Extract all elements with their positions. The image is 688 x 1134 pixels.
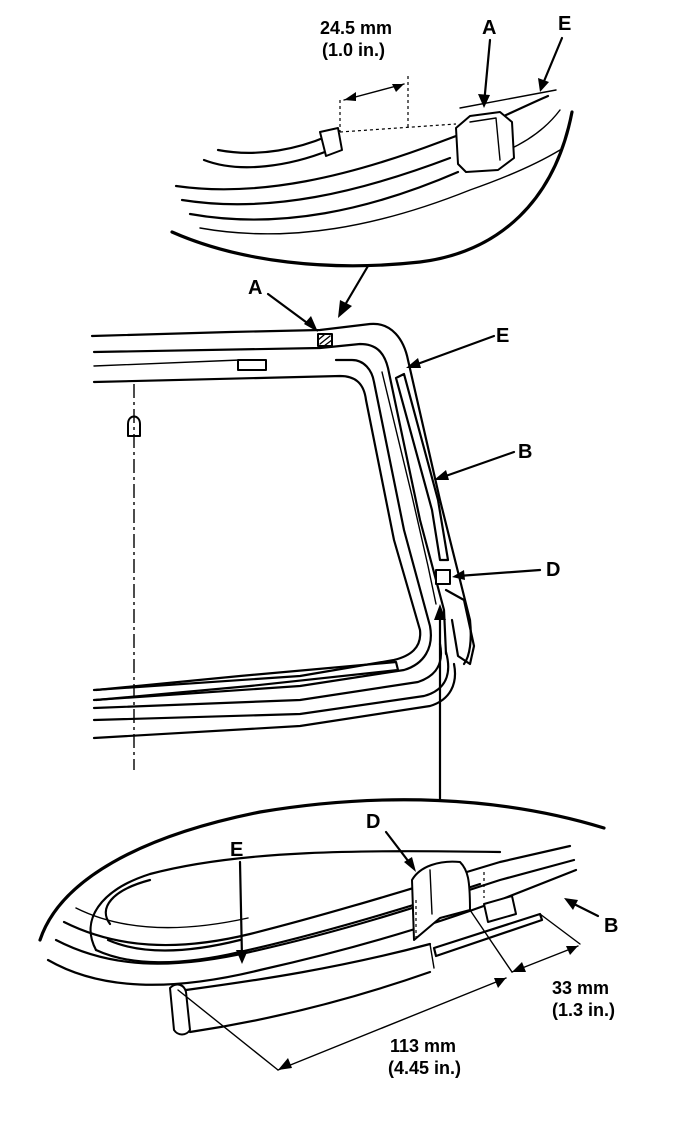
dimension-top-mm: 24.5 mm [320, 18, 392, 38]
dimension-short-in: (1.3 in.) [552, 1000, 615, 1020]
callout-e-top: E [558, 13, 571, 35]
molding-e-bottom [169, 983, 191, 1036]
callout-d-mid: D [546, 559, 560, 581]
dimension-top-in: (1.0 in.) [322, 40, 385, 60]
callout-e-mid: E [496, 325, 509, 347]
top-detail-view [170, 36, 574, 268]
spacer-d-bottom [411, 860, 471, 941]
callout-b-bottom: B [604, 915, 618, 937]
windshield-main-view [90, 292, 542, 770]
bottom-detail-view [38, 798, 606, 1071]
spacer-d-mid [435, 569, 451, 585]
spacer-a-top [455, 111, 515, 173]
callout-a-mid: A [248, 277, 262, 299]
molding-b-bottom [483, 895, 517, 923]
dimension-short-mm: 33 mm [552, 978, 609, 998]
dimension-long-mm: 113 mm [390, 1036, 456, 1056]
callout-d-bottom: D [366, 811, 380, 833]
callout-a-top: A [482, 17, 496, 39]
callout-e-bottom: E [230, 839, 243, 861]
callout-b-mid: B [518, 441, 532, 463]
dimension-long-in: (4.45 in.) [388, 1058, 461, 1078]
